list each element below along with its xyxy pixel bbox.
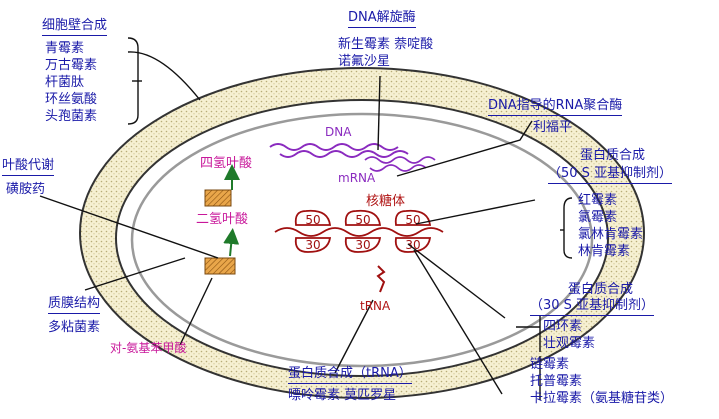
ribosome-50s-label: 50 xyxy=(355,213,370,227)
drug-item: 林肯霉素 xyxy=(578,244,631,259)
drug-item: 托普霉素 xyxy=(530,374,583,389)
leader-lines xyxy=(39,51,536,395)
paba-label: 对-氨基苯甲酸 xyxy=(110,341,187,355)
membrane-drug: 多粘菌素 xyxy=(48,320,101,335)
drug-item: 四环素 xyxy=(543,319,583,334)
drug-item: 新生霉素 萘啶酸 xyxy=(338,37,434,52)
dna-strand xyxy=(269,143,399,151)
ribosome-30s-label: 30 xyxy=(305,238,320,252)
rna-polymerase-drug: 利福平 xyxy=(533,120,573,135)
membrane-title: 质膜结构 xyxy=(48,296,101,314)
protein-30s-title: 蛋白质合成 xyxy=(568,282,634,297)
ribosome xyxy=(294,209,432,253)
mrna-strand xyxy=(369,164,427,172)
dhf-label: 二氢叶酸 xyxy=(196,212,249,227)
ribosome-50s-label: 50 xyxy=(305,213,320,227)
drug-item: 环丝氨酸 xyxy=(45,92,98,107)
trna-label: tRNA xyxy=(360,299,391,313)
dna-gyrase-title: DNA解旋酶 xyxy=(348,10,416,28)
trna-shape xyxy=(376,265,386,293)
folate-title: 叶酸代谢 xyxy=(2,158,55,176)
mrna-label: mRNA xyxy=(338,171,376,185)
rna-polymerase-title: DNA指导的RNA聚合酶 xyxy=(488,98,623,116)
ribosome-30s-label: 30 xyxy=(355,238,370,252)
protein-30s-subtitle: （30 S 亚基抑制剂） xyxy=(530,298,655,316)
drug-item: 氯霉素 xyxy=(578,210,618,225)
drug-item: 青霉素 xyxy=(45,41,85,56)
protein-50s-subtitle: （50 S 亚基抑制剂） xyxy=(548,166,673,184)
drug-item: 万古霉素 xyxy=(45,58,98,73)
ribosome-50s-label: 50 xyxy=(405,213,420,227)
enzyme-box-membrane xyxy=(204,257,236,275)
ribosome-label: 核糖体 xyxy=(366,194,406,209)
cell-wall-title: 细胞壁合成 xyxy=(42,18,108,36)
protein-50s-title: 蛋白质合成 xyxy=(580,148,646,163)
trna-protein-drugs: 嘌呤霉素 莫匹罗星 xyxy=(288,388,397,403)
drug-item: 诺氟沙星 xyxy=(338,54,391,69)
protein-50s-drug-list: 红霉素 氯霉素 氯林肯霉素 林肯霉素 xyxy=(578,192,643,260)
drug-item: 杆菌肽 xyxy=(45,75,85,90)
dna-strand xyxy=(279,150,409,158)
ribosome-30s-label: 30 xyxy=(405,238,420,252)
aminoglycoside-drug-list: 链霉素 托普霉素 卡拉霉素（氨基糖苷类） xyxy=(530,356,673,407)
trna-protein-title: 蛋白质合成（tRNA） xyxy=(288,366,412,384)
arrow-up xyxy=(223,228,240,257)
drug-item: 壮观霉素 xyxy=(543,336,596,351)
drug-item: 头孢菌素 xyxy=(45,109,98,124)
dna-gyrase-drug-list: 新生霉素 萘啶酸 诺氟沙星 xyxy=(338,36,433,70)
cell-wall-drug-list: 青霉素 万古霉素 杆菌肽 环丝氨酸 头孢菌素 xyxy=(45,40,97,125)
mrna-ribosome-strand xyxy=(274,227,444,237)
mrna-strand xyxy=(364,156,436,164)
folate-drug: 磺胺药 xyxy=(6,182,46,197)
drug-item: 红霉素 xyxy=(578,193,618,208)
enzyme-box-upper xyxy=(204,189,232,207)
drug-item: 卡拉霉素（氨基糖苷类） xyxy=(530,391,674,406)
protein-30s-drug-list: 四环素 壮观霉素 xyxy=(543,318,595,352)
brackets xyxy=(127,37,573,400)
dna-label: DNA xyxy=(325,125,352,139)
thf-label: 四氢叶酸 xyxy=(200,156,253,171)
drug-item: 链霉素 xyxy=(530,357,570,372)
drug-item: 氯林肯霉素 xyxy=(578,227,644,242)
